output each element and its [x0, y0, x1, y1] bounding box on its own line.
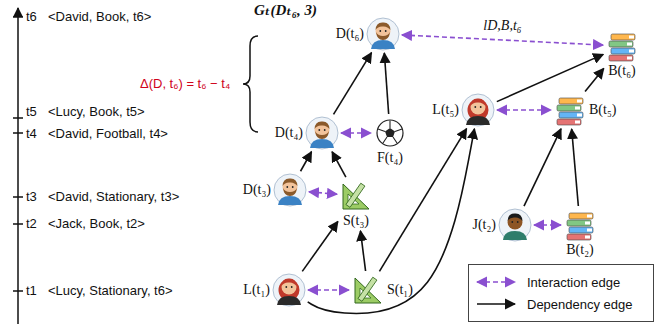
time-label: t2	[26, 216, 37, 231]
event-label: <David, Football, t4>	[48, 126, 168, 141]
person-icon	[273, 173, 307, 207]
legend-row: Interaction edge	[473, 271, 649, 293]
dependency-edge	[524, 129, 561, 206]
item-node: S(t₃)	[339, 179, 373, 229]
user-node: J(t₂)	[472, 208, 532, 242]
dependency-edge	[334, 53, 372, 115]
time-label: t1	[26, 283, 37, 298]
item-node: B(t₅)	[553, 93, 616, 127]
stationery-icon	[351, 273, 385, 307]
time-axis	[17, 8, 19, 324]
dependency-edge	[302, 221, 338, 271]
node-label: L(t₅)	[432, 102, 459, 118]
region-shape	[220, 12, 420, 247]
node-label: D(t₃)	[243, 182, 271, 198]
node-label: B(t₅)	[589, 102, 616, 118]
dependency-sample	[473, 297, 519, 311]
legend-row: Dependency edge	[473, 293, 649, 315]
item-node: B(t₆)	[605, 29, 639, 79]
football-icon	[373, 116, 407, 150]
person-icon	[461, 93, 495, 127]
item-node: S(t₁)	[351, 273, 413, 307]
node-label: L(t₁)	[243, 282, 270, 298]
node-label: S(t₁)	[387, 282, 413, 298]
stationery-icon	[339, 179, 373, 213]
subgraph-title: Gₜ(Dₜ₆, 3)	[254, 2, 317, 18]
node-label: S(t₃)	[343, 213, 369, 229]
node-label: J(t₂)	[472, 217, 496, 233]
user-node: L(t₁)	[243, 273, 306, 307]
person-icon	[498, 208, 532, 242]
user-node: D(t₆)	[336, 17, 400, 51]
user-node: D(t₄)	[275, 116, 339, 150]
interaction-edge	[497, 109, 551, 111]
dependency-edge	[332, 152, 346, 177]
dependency-edge	[308, 129, 475, 313]
interaction-edge	[309, 192, 337, 195]
person-icon	[366, 17, 400, 51]
interaction-edge	[534, 224, 561, 226]
book-icon	[563, 208, 597, 242]
user-node: L(t₅)	[432, 93, 495, 127]
dependency-edge	[585, 68, 604, 91]
legend: Interaction edgeDependency edge	[468, 264, 654, 322]
node-label: B(t₆)	[608, 63, 635, 79]
subgraph-region: D(t₆) D(t₄) F(t₄) D(t₃) S(t₃) Gₜ(Dₜ₆, 3)	[218, 2, 422, 248]
interaction-edge	[308, 289, 349, 291]
user-node: D(t₃)	[243, 173, 307, 207]
dependency-edge	[360, 231, 365, 271]
node-label: B(t₂)	[566, 242, 593, 258]
event-label: <Lucy, Stationary, t6>	[48, 283, 173, 298]
book-icon	[553, 93, 587, 127]
book-icon	[605, 29, 639, 63]
interaction-edge	[341, 132, 371, 134]
time-label: t4	[26, 126, 37, 141]
person-icon	[272, 273, 306, 307]
time-label: t3	[26, 189, 37, 204]
node-label: D(t₆)	[336, 26, 364, 42]
interaction-sample	[473, 275, 519, 289]
dependency-edge	[301, 152, 312, 172]
legend-text: Interaction edge	[527, 275, 620, 290]
event-label: <Lucy, Book, t5>	[48, 104, 145, 119]
delta-bracket	[243, 36, 258, 132]
event-label: <David, Book, t6>	[48, 9, 151, 24]
dependency-edge	[497, 54, 603, 101]
item-node: F(t₄)	[373, 116, 407, 166]
dependency-edge	[384, 53, 388, 114]
edge-label: lD,B,t₆	[481, 18, 523, 34]
delta-label: Δ(D, t₆) = t₆ − t₄	[140, 76, 230, 91]
person-icon	[305, 116, 339, 150]
event-label: <David, Stationary, t3>	[48, 189, 179, 204]
interaction-edge	[402, 35, 603, 45]
event-label: <Jack, Book, t2>	[48, 216, 145, 231]
item-node: B(t₂)	[563, 208, 597, 258]
time-label: t5	[26, 104, 37, 119]
dependency-edge	[572, 129, 579, 206]
legend-text: Dependency edge	[527, 297, 633, 312]
node-label: F(t₄)	[377, 150, 403, 166]
node-label: D(t₄)	[275, 125, 303, 141]
time-ticks	[13, 17, 23, 291]
time-label: t6	[26, 9, 37, 24]
